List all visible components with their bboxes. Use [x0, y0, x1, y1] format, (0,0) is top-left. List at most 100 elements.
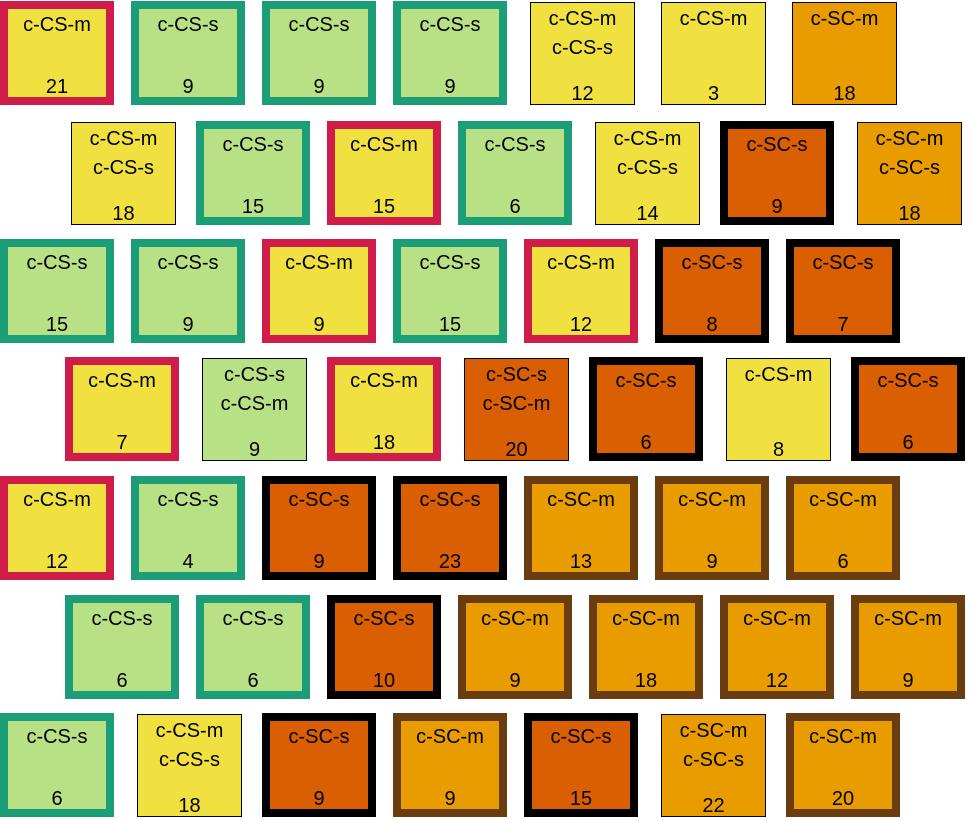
tile-label: c-CS-s — [157, 14, 219, 36]
tile: c-CS-m 21 — [0, 1, 114, 105]
tile-labels: c-CS-m — [350, 367, 418, 396]
tile-labels: c-SC-s — [550, 723, 611, 752]
tile-value: 8 — [706, 314, 718, 336]
tile: c-SC-m 20 — [786, 713, 900, 817]
tile-label: c-CS-m — [89, 128, 158, 150]
tile-label: c-SC-m — [612, 608, 680, 630]
tile-label: c-CS-m — [88, 370, 156, 392]
tile-value: 3 — [707, 83, 720, 105]
tile-value: 10 — [372, 670, 396, 692]
tile-labels: c-CS-m — [547, 249, 615, 278]
tile-label: c-SC-s — [288, 726, 350, 748]
tile-label: c-SC-m — [416, 726, 484, 748]
tile-label: c-CS-m — [744, 364, 813, 386]
tile: c-SC-s 23 — [393, 476, 507, 580]
tile-label: c-CS-m — [350, 370, 418, 392]
tile-value: 7 — [837, 314, 849, 336]
tile-value: 20 — [831, 788, 855, 810]
tile-value: 23 — [438, 551, 462, 573]
tile: c-SC-m 6 — [786, 476, 900, 580]
tile-label: c-SC-m — [810, 8, 879, 30]
tile-label: c-SC-m — [809, 489, 877, 511]
tile-labels: c-SC-m — [547, 486, 615, 515]
tile-label: c-CS-m — [548, 8, 617, 30]
tile-label: c-CS-s — [158, 749, 221, 771]
tile-label: c-CS-s — [92, 157, 155, 179]
tile-value: 9 — [706, 551, 718, 573]
tile-label: c-CS-s — [91, 608, 153, 630]
tile-label: c-CS-s — [484, 134, 546, 156]
tile-labels: c-SC-s — [288, 723, 349, 752]
tile-value: 9 — [182, 76, 194, 98]
tile-labels: c-CS-s — [222, 605, 283, 634]
tile-value: 18 — [178, 795, 201, 817]
tile-value: 18 — [634, 670, 658, 692]
tile-labels: c-SC-m — [809, 486, 877, 515]
tile-labels: c-SC-m — [678, 486, 746, 515]
tile-label: c-CS-m — [23, 489, 91, 511]
tile-value: 9 — [313, 314, 325, 336]
tile-label: c-CS-m — [613, 128, 682, 150]
tile-value: 6 — [640, 432, 652, 454]
tile-value: 12 — [765, 670, 789, 692]
tile-label: c-SC-s — [812, 252, 874, 274]
tile-value: 9 — [444, 76, 456, 98]
tile-label: c-CS-m — [23, 14, 91, 36]
tile-value: 9 — [313, 76, 325, 98]
tile-labels: c-CS-s — [419, 249, 480, 278]
tile-value: 8 — [772, 439, 785, 461]
tile-labels: c-SC-s — [419, 486, 480, 515]
tile-labels: c-SC-m — [811, 5, 879, 34]
tile-value: 15 — [372, 196, 396, 218]
tile-value: 6 — [837, 551, 849, 573]
tile-value: 6 — [116, 670, 128, 692]
tile-labels: c-CS-s — [222, 131, 283, 160]
tile: c-CS-m 18 — [327, 357, 441, 461]
tile: c-SC-m 18 — [589, 595, 703, 699]
tile-labels: c-SC-m — [481, 605, 549, 634]
tile-labels: c-CS-m — [88, 367, 156, 396]
tile-value: 18 — [372, 432, 396, 454]
tile-label: c-CS-s — [157, 489, 219, 511]
tile-labels: c-CS-m — [745, 361, 813, 390]
tile-labels: c-SC-m — [612, 605, 680, 634]
tile-labels: c-SC-m — [874, 605, 942, 634]
tile-value: 20 — [505, 439, 528, 461]
tile-label: c-SC-m — [809, 726, 877, 748]
tile-value: 9 — [509, 670, 521, 692]
tile-value: 9 — [444, 788, 456, 810]
tile: c-CS-s 6 — [65, 595, 179, 699]
tile-labels: c-SC-m — [416, 723, 484, 752]
tile-value: 21 — [45, 76, 69, 98]
tile-label: c-CS-m — [285, 252, 353, 274]
tile-labels: c-SC-s — [615, 367, 676, 396]
tile-labels: c-CS-s — [288, 11, 349, 40]
tile-label: c-SC-s — [878, 157, 941, 179]
tile-label: c-CS-s — [26, 252, 88, 274]
tile-labels: c-CS-m — [23, 11, 91, 40]
tile-label: c-CS-m — [547, 252, 615, 274]
tile-label: c-CS-s — [26, 726, 88, 748]
